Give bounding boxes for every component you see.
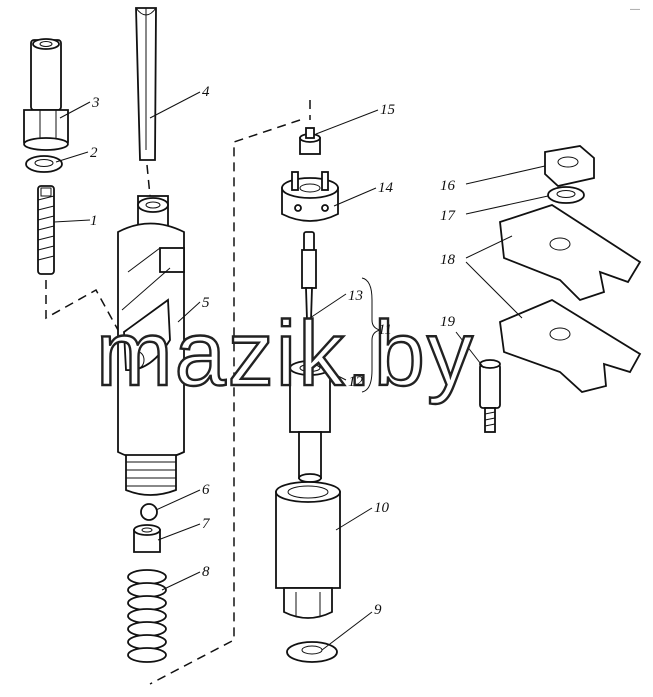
part-5-injector-body (117, 195, 185, 496)
callout-11: 11 (378, 322, 392, 338)
part-4-rod (135, 7, 157, 161)
part-12-nozzle-body (289, 360, 331, 483)
callout-2: 2 (90, 145, 98, 161)
callout-3: 3 (91, 95, 100, 111)
watermark: mazik.by (96, 303, 475, 405)
part-18-plate-upper (499, 204, 642, 302)
callout-7: 7 (202, 516, 211, 532)
leader-lines (53, 91, 549, 651)
part-18-plate-lower (499, 298, 642, 393)
callout-15: 15 (380, 102, 396, 118)
assembly-line-left (45, 280, 119, 331)
callout-8: 8 (202, 564, 210, 580)
callout-17: 17 (440, 208, 457, 224)
part-8-spring (127, 569, 167, 663)
part-15-cap (299, 127, 321, 155)
callout-13: 13 (348, 288, 363, 304)
callout-4: 4 (202, 84, 210, 100)
assembly-line-rod (146, 164, 151, 197)
part-2-washer (25, 155, 63, 173)
assembly-line-right (149, 100, 311, 685)
callout-16: 16 (440, 178, 456, 194)
callout-18: 18 (440, 252, 456, 268)
callout-6: 6 (202, 482, 210, 498)
callout-5: 5 (202, 295, 210, 311)
part-10-nozzle-nut (275, 481, 341, 619)
callout-14: 14 (378, 180, 394, 196)
callout-12: 12 (348, 374, 364, 390)
callout-10: 10 (374, 500, 390, 516)
callout-1: 1 (90, 213, 98, 229)
part-16-hex-nut (544, 145, 595, 187)
group-bracket-11 (361, 277, 381, 393)
callout-9: 9 (374, 602, 382, 618)
part-3-fitting (23, 38, 69, 151)
part-7-spring-seat (133, 524, 161, 553)
callout-19: 19 (440, 314, 456, 330)
part-19-stud (479, 359, 501, 433)
corner-mark: — (630, 4, 640, 15)
part-13-needle (301, 231, 317, 353)
part-9-washer (286, 641, 338, 663)
part-1-threaded-pin (37, 185, 55, 275)
part-14-spacer (281, 171, 339, 222)
part-6-ball (140, 503, 158, 521)
part-17-washer (547, 186, 585, 204)
callout-labels: 1 2 3 4 5 6 7 8 9 10 11 12 13 14 15 16 1… (90, 84, 457, 618)
